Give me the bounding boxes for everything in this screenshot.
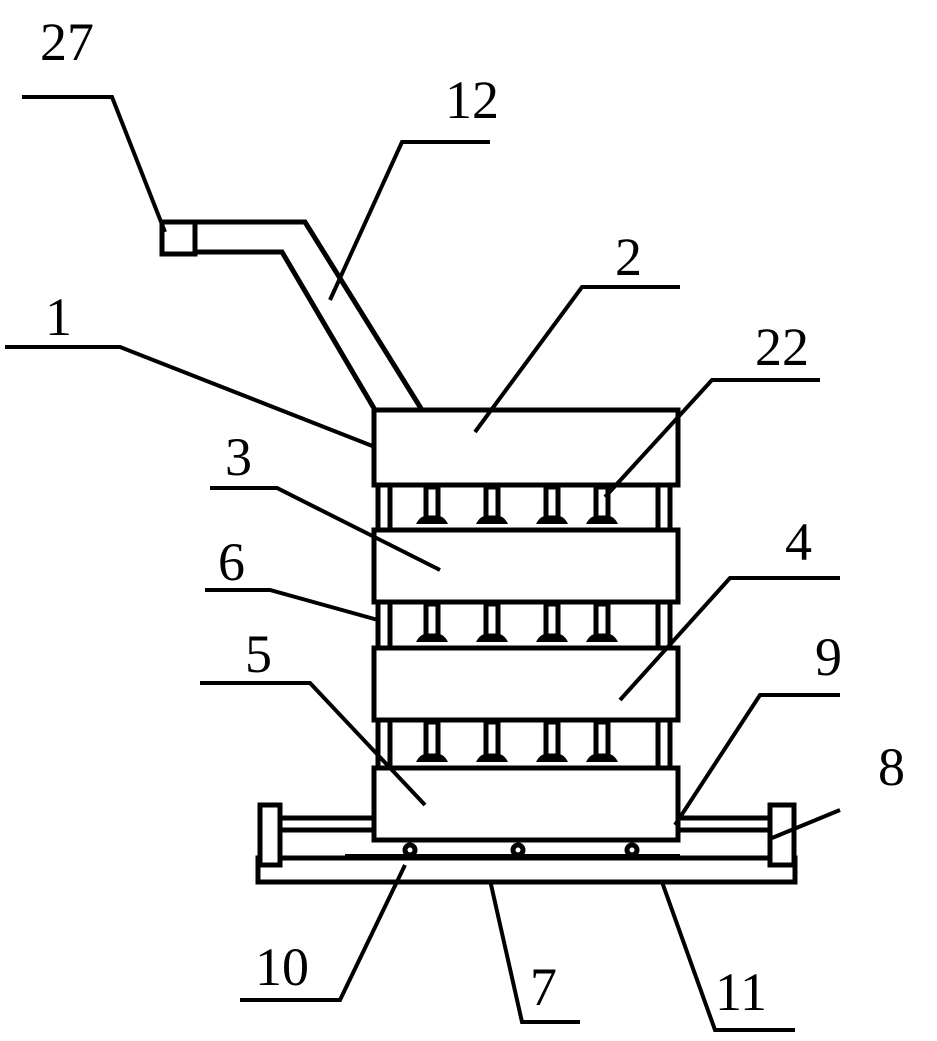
label-8: 8 [878, 737, 905, 797]
layer-block [371, 407, 681, 488]
suction-stem [423, 601, 441, 639]
suction-stem [543, 484, 561, 521]
suction-cup [416, 634, 448, 642]
rollers [402, 842, 640, 858]
layer-block [371, 765, 681, 843]
label-12: 12 [445, 70, 499, 130]
label-22: 22 [755, 317, 809, 377]
handle-end-cap [159, 219, 198, 257]
label-3: 3 [225, 427, 252, 487]
suction-cup [586, 754, 618, 762]
layer-block [371, 527, 681, 605]
spacer-post [655, 717, 673, 771]
suction-cup [476, 516, 508, 524]
left-rod [277, 815, 377, 833]
rail [345, 854, 680, 860]
label-27: 27 [40, 12, 94, 72]
label-11: 11 [715, 962, 767, 1022]
suction-stem [543, 719, 561, 759]
roller [510, 842, 526, 858]
suction-stem [543, 601, 561, 639]
suction-stem [593, 601, 611, 639]
spacer-post [655, 482, 673, 533]
suction-stem [423, 719, 441, 759]
layer-block [371, 645, 681, 723]
suction-cup [536, 634, 568, 642]
label-5: 5 [245, 624, 272, 684]
label-6: 6 [218, 532, 245, 592]
suction-cup [536, 754, 568, 762]
stack [371, 407, 681, 843]
suction-cup [416, 754, 448, 762]
roller [402, 842, 418, 858]
suction-stem [483, 719, 501, 759]
label-9: 9 [815, 627, 842, 687]
suction-cup [586, 634, 618, 642]
roller [624, 842, 640, 858]
base-plate [255, 855, 798, 885]
label-1: 1 [45, 287, 72, 347]
spacer-post [375, 599, 393, 651]
suction-cup [476, 754, 508, 762]
suction-cup [416, 516, 448, 524]
suction-stem [423, 484, 441, 521]
leader-lines [5, 95, 841, 1032]
handle [159, 219, 427, 413]
suction-stem [593, 484, 611, 521]
suction-stem [483, 601, 501, 639]
suction-cup [536, 516, 568, 524]
suction-stem [483, 484, 501, 521]
spacer-post [655, 599, 673, 651]
reference-labels: 27 12 2 22 1 3 6 4 5 9 8 10 7 11 [40, 12, 905, 1022]
label-10: 10 [255, 937, 309, 997]
label-2: 2 [615, 227, 642, 287]
suction-stem [593, 719, 611, 759]
suction-cup [586, 516, 618, 524]
label-7: 7 [530, 957, 557, 1017]
suction-cup [476, 634, 508, 642]
left-upright [257, 802, 283, 868]
label-4: 4 [785, 512, 812, 572]
spacer-post [375, 482, 393, 533]
right-rod [675, 815, 773, 833]
